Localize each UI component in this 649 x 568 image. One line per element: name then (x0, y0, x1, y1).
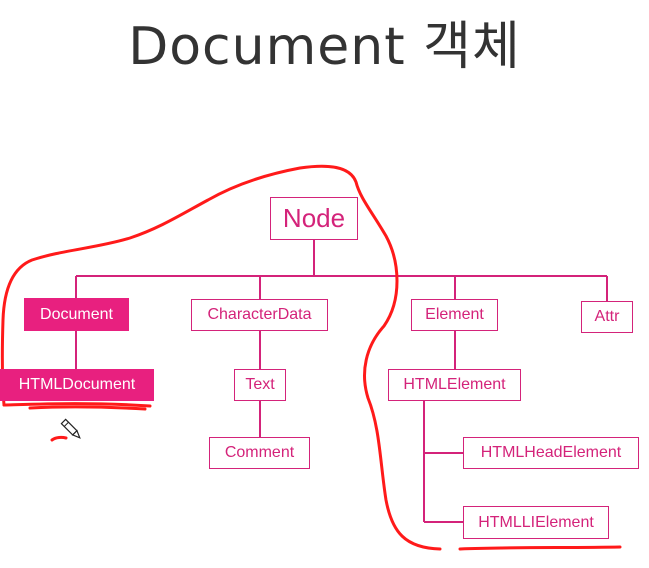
comment-box: Comment (209, 437, 310, 469)
annotation-loop (0, 164, 442, 551)
text-box: Text (234, 369, 286, 401)
page-title: Document 객체 (128, 17, 521, 77)
document-box: Document (24, 298, 129, 331)
htmllielement-box: HTMLLIElement (463, 506, 609, 539)
annotation-underline-right (458, 545, 622, 551)
red-annotation (0, 164, 622, 551)
htmlelement-box: HTMLElement (388, 369, 521, 401)
pencil-cursor-icon (58, 416, 86, 448)
node-box: Node (270, 197, 358, 240)
element-box: Element (411, 299, 498, 331)
htmldocument-box: HTMLDocument (0, 369, 154, 401)
htmlheadelement-box: HTMLHeadElement (463, 437, 639, 469)
annotation-underline-left (2, 402, 152, 411)
attr-box: Attr (581, 301, 633, 333)
characterdata-box: CharacterData (191, 299, 328, 331)
annotation-mark (50, 435, 68, 442)
